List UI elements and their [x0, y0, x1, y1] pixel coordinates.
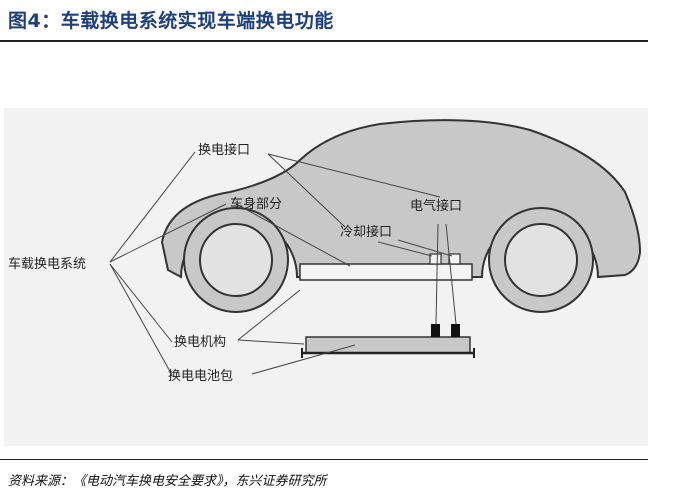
figure-title: 图4：车载换电系统实现车端换电功能 — [8, 10, 334, 32]
label-swap-interface: 换电接口 — [198, 142, 250, 158]
label-body-part: 车身部分 — [230, 196, 282, 212]
front-wheel-hub — [504, 223, 578, 297]
onboard-battery-frame — [299, 263, 473, 281]
label-electrical-interface: 电气接口 — [410, 198, 462, 214]
label-swap-mechanism: 换电机构 — [174, 335, 226, 350]
top-rule — [0, 40, 648, 42]
leader-lines — [109, 151, 457, 376]
rear-wheel-hub — [199, 223, 273, 297]
battery-connector-left — [431, 324, 440, 337]
source-note: 资料来源：《电动汽车换电安全要求》，东兴证券研究所 — [8, 474, 327, 489]
bottom-rule — [0, 459, 648, 460]
label-swap-battery-pack: 换电电池包 — [168, 369, 233, 384]
car-diagram-svg: 换电接口 车身部分 电气接口 冷却接口 车载换电系统 换电机构 换电电池包 — [8, 119, 642, 384]
battery-connector-right — [451, 324, 460, 337]
label-onboard-system: 车载换电系统 — [8, 256, 86, 272]
car-diagram: 换电接口 车身部分 电气接口 冷却接口 车载换电系统 换电机构 换电电池包 — [0, 92, 683, 452]
label-cooling-interface: 冷却接口 — [340, 224, 392, 240]
swap-battery-pack-shape — [305, 336, 471, 354]
car-interface-block-left — [429, 253, 442, 265]
